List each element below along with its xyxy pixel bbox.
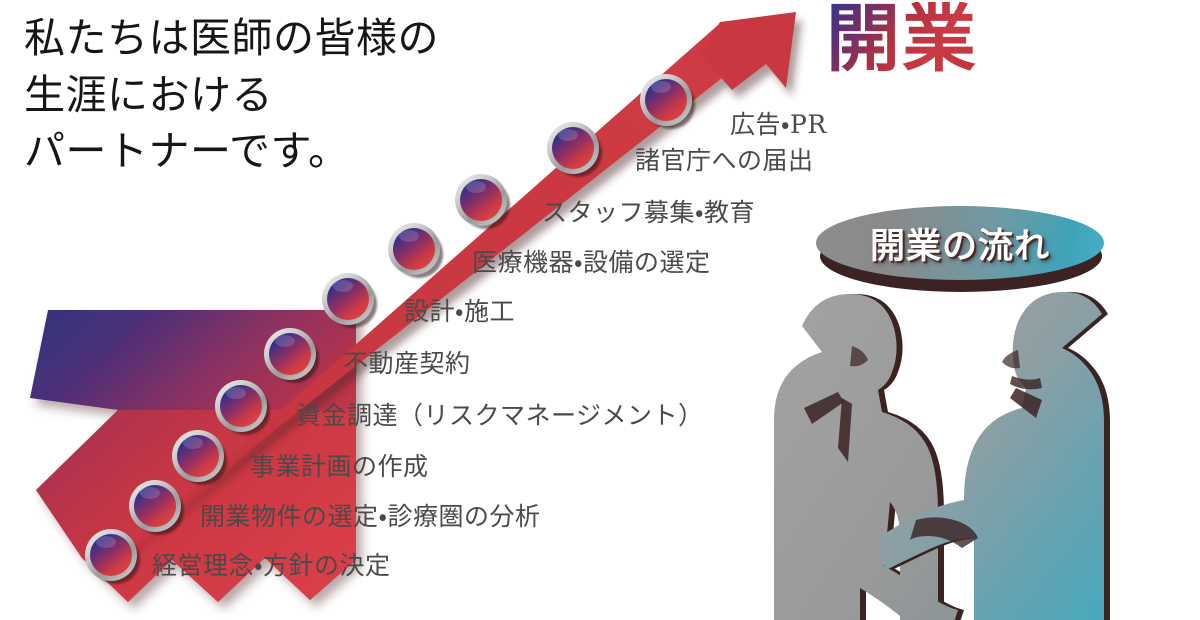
sphere-core: [269, 333, 311, 375]
sphere-gloss: [558, 129, 578, 141]
sphere-gloss: [333, 280, 353, 292]
step-sphere-icon: [215, 380, 270, 435]
sphere-core: [134, 485, 176, 527]
figure-left: [774, 294, 964, 620]
step-label: 医療機器・設備の選定: [472, 248, 711, 277]
sphere-core: [177, 435, 219, 477]
step-sphere-icon: [85, 529, 140, 584]
sphere-core: [552, 127, 594, 169]
sphere-core: [220, 385, 262, 427]
sphere-gloss: [466, 181, 486, 193]
figure-right: [876, 291, 1110, 620]
sphere-core: [645, 79, 687, 121]
step-label: 広告・PR: [730, 110, 827, 139]
flow-badge: 開業の流れ: [816, 206, 1106, 294]
step-sphere-icon: [264, 328, 319, 383]
step-label: 開業物件の選定・診療圏の分析: [200, 502, 541, 531]
badge-ellipse: 開業の流れ: [816, 206, 1104, 280]
page-title: 私たちは医師の皆様の 生涯における パートナーです。: [24, 14, 439, 176]
sphere-core: [460, 179, 502, 221]
step-label: 経営理念・方針の決定: [152, 551, 391, 580]
sphere-gloss: [183, 437, 203, 449]
badge-label: 開業の流れ: [869, 226, 1050, 267]
step-sphere-icon: [388, 223, 443, 278]
step-sphere-icon: [322, 273, 377, 328]
step-label: 設計・施工: [404, 297, 516, 326]
sphere-gloss: [140, 487, 160, 499]
step-sphere-icon: [172, 430, 227, 485]
step-sphere-icon: [547, 122, 602, 177]
kaigyo-title: 開業: [826, 0, 978, 82]
sphere-gloss: [399, 230, 419, 242]
step-label: 不動産契約: [343, 349, 471, 378]
sphere-gloss: [275, 335, 295, 347]
sphere-core: [327, 278, 369, 320]
step-label: 事業計画の作成: [250, 452, 429, 481]
step-sphere-icon: [640, 74, 695, 129]
step-label: スタッフ募集・教育: [542, 198, 756, 227]
step-label: 諸官庁への届出: [635, 146, 814, 175]
step-sphere-icon: [455, 174, 510, 229]
sphere-core: [90, 534, 132, 576]
sphere-gloss: [651, 81, 671, 93]
handshake-figures-icon: [774, 291, 1110, 620]
sphere-gloss: [226, 387, 246, 399]
step-sphere-icon: [129, 480, 184, 535]
step-label: 資金調達（リスクマネージメント）: [296, 401, 704, 430]
sphere-core: [393, 228, 435, 270]
sphere-gloss: [96, 536, 116, 548]
